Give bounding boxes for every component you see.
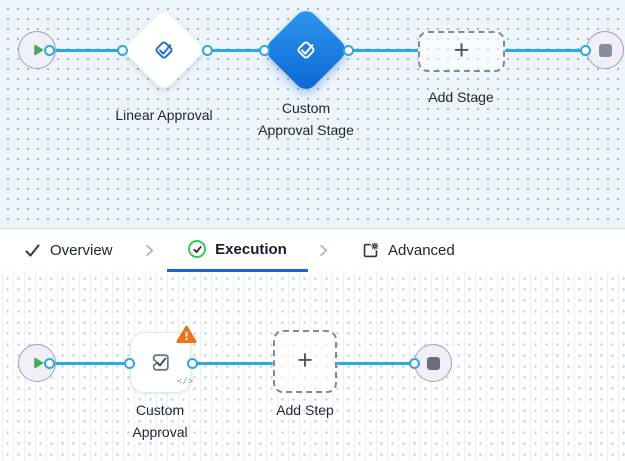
warning-icon[interactable] xyxy=(176,325,197,349)
stop-icon xyxy=(426,356,440,370)
tab-execution[interactable]: Execution xyxy=(167,229,308,272)
play-icon xyxy=(31,43,45,57)
connector-line xyxy=(206,48,266,52)
connection-port[interactable] xyxy=(201,44,213,56)
chevron-right-icon xyxy=(316,229,331,272)
connector-line xyxy=(337,361,411,365)
stage-node-linear-approval[interactable] xyxy=(121,7,207,93)
add-step-button[interactable]: + xyxy=(273,330,337,393)
success-circle-icon xyxy=(188,240,207,258)
connection-port[interactable] xyxy=(579,44,591,56)
step-canvas[interactable]: </> Custom Approval + Add Step xyxy=(0,271,625,461)
connection-port[interactable] xyxy=(342,44,354,56)
stage-approval-icon xyxy=(292,36,320,64)
connection-port[interactable] xyxy=(43,44,55,56)
connection-port[interactable] xyxy=(408,357,420,369)
stage-approval-icon xyxy=(150,36,178,64)
step-label-custom-approval: Custom Approval xyxy=(132,402,188,440)
plus-icon: + xyxy=(297,344,313,375)
stage-label-linear-approval: Linear Approval xyxy=(115,107,213,123)
stop-icon xyxy=(598,43,612,57)
add-step-label: Add Step xyxy=(276,402,334,418)
add-stage-button[interactable]: + xyxy=(418,31,505,72)
plus-icon: + xyxy=(453,34,470,65)
play-icon xyxy=(31,356,45,370)
connection-port[interactable] xyxy=(123,357,135,369)
tab-overview[interactable]: Overview xyxy=(24,229,113,272)
approval-action-icon xyxy=(147,349,174,376)
tab-advanced[interactable]: Advanced xyxy=(362,229,455,272)
box-gear-icon xyxy=(362,242,379,259)
flow-end-node[interactable] xyxy=(586,31,624,69)
connection-port[interactable] xyxy=(258,44,270,56)
connection-port[interactable] xyxy=(116,44,128,56)
connector-line xyxy=(46,48,122,52)
connector-line xyxy=(46,361,126,365)
code-icon: </> xyxy=(177,377,194,387)
flow-end-node[interactable] xyxy=(414,344,452,382)
tab-label: Advanced xyxy=(388,242,455,259)
connector-line xyxy=(348,48,418,52)
connection-port[interactable] xyxy=(43,357,55,369)
stage-node-custom-approval-stage[interactable] xyxy=(262,6,350,94)
stage-label-custom-approval-stage: Custom Approval Stage xyxy=(258,100,354,138)
connector-line xyxy=(195,361,273,365)
tab-label: Execution xyxy=(215,240,287,258)
add-stage-label: Add Stage xyxy=(428,89,494,105)
check-icon xyxy=(24,242,41,259)
stage-tab-bar: Overview Execution xyxy=(0,228,625,272)
tab-label: Overview xyxy=(50,242,113,259)
connector-line xyxy=(505,48,586,52)
connection-port[interactable] xyxy=(186,357,198,369)
chevron-right-icon xyxy=(142,229,157,272)
stage-canvas[interactable]: Linear Approval Custom Approval Stage + … xyxy=(0,0,625,228)
